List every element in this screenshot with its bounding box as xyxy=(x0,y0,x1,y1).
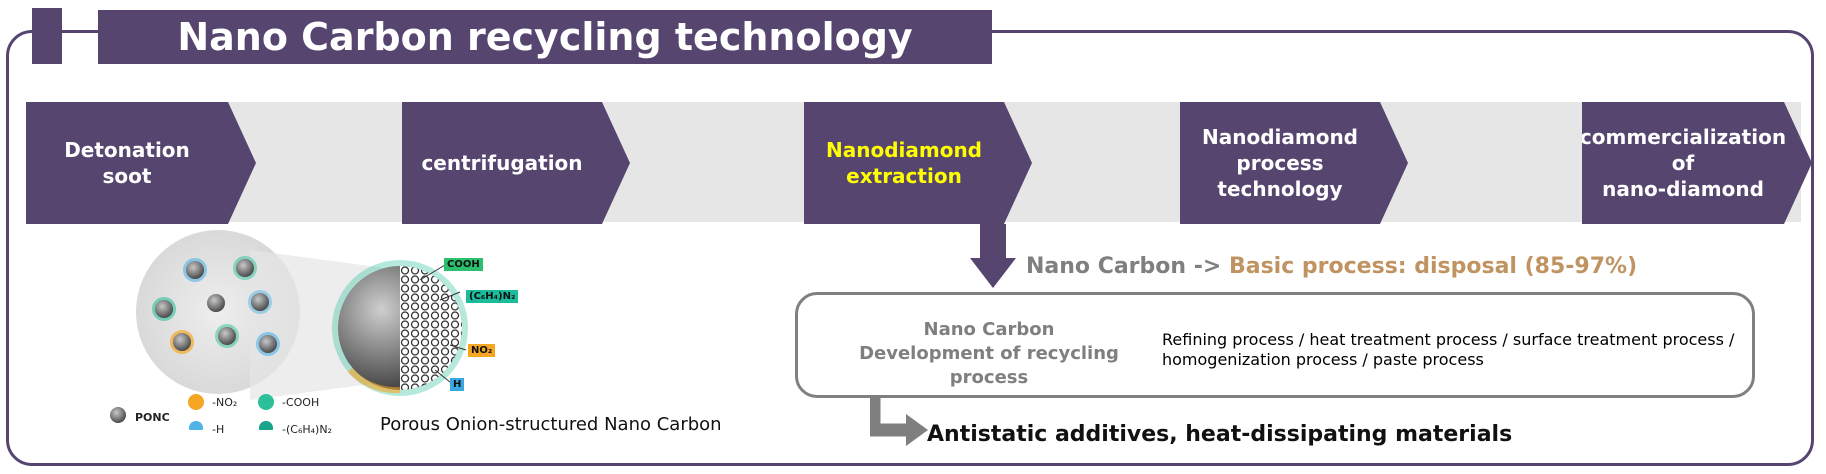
nano-carbon-illustration xyxy=(110,230,468,430)
step-centrifugation: centrifugation xyxy=(402,102,630,224)
tag-line xyxy=(439,291,461,301)
basic-process-disposal: Basic process: disposal (85-97%) xyxy=(1228,254,1638,279)
title-accent-square xyxy=(32,8,62,64)
onion-particle xyxy=(332,260,468,396)
tag-line xyxy=(449,344,467,351)
step-nanodiamond-process-technology: Nanodiamond process technology xyxy=(1180,102,1408,224)
step-nanodiamond-extraction: Nanodiamond extraction xyxy=(804,102,1032,224)
application-result: Antistatic additives, heat-dissipating m… xyxy=(927,422,1513,447)
tag-no2: NO₂ xyxy=(468,344,496,357)
step-commercialization: commercialization of nano-diamond xyxy=(1582,102,1812,224)
legend-dot-c6h4n2 xyxy=(259,421,273,430)
basic-process-prefix: Nano Carbon -> xyxy=(1026,254,1222,279)
particle-group xyxy=(152,256,280,356)
legend-cooh: -COOH xyxy=(282,396,320,409)
recycling-process-steps: Refining process / heat treatment proces… xyxy=(1162,330,1735,369)
bent-arrow-icon xyxy=(870,396,928,446)
legend-dot-cooh xyxy=(258,394,274,410)
tag-line xyxy=(419,264,446,281)
tag-h: H xyxy=(450,378,465,391)
ponc-label: PONC xyxy=(135,411,170,424)
recycling-process-title: Nano Carbon Development of recycling pro… xyxy=(859,319,1119,388)
legend-dot-no2 xyxy=(188,394,204,410)
legend-c6h4n2: -(C₆H₄)N₂ xyxy=(282,423,332,436)
tag-c6h4n2: (C₆H₄)N₂ xyxy=(466,290,519,303)
illustration-caption: Porous Onion-structured Nano Carbon xyxy=(380,414,722,435)
down-arrow-icon xyxy=(970,258,1016,288)
legend-dot-h xyxy=(189,421,203,430)
legend-no2: -NO₂ xyxy=(212,396,238,409)
basic-process-line: Nano Carbon -> Basic process: disposal (… xyxy=(1026,252,1637,282)
recycling-process-box xyxy=(795,292,1755,398)
title-bar: Nano Carbon recycling technology xyxy=(98,10,992,64)
legend-h: -H xyxy=(212,423,225,436)
step-detonation-soot: Detonation soot xyxy=(26,102,256,224)
down-arrow-stem xyxy=(980,224,1006,260)
page-title: Nano Carbon recycling technology xyxy=(177,15,913,59)
ponc-legend-dot xyxy=(110,407,126,423)
tag-cooh: COOH xyxy=(444,258,483,271)
tag-line xyxy=(434,369,451,383)
